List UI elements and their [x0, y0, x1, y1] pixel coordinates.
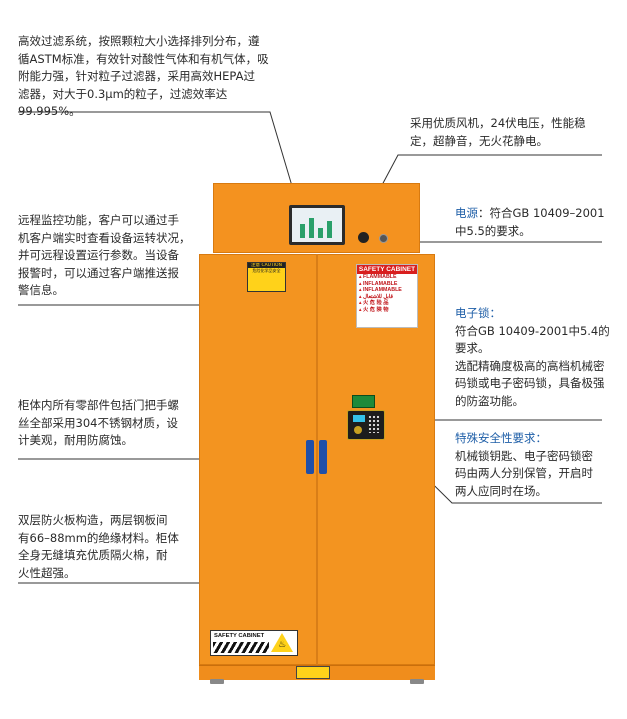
note-power-heading: 电源 — [455, 206, 478, 220]
electronic-lock — [347, 410, 385, 440]
lock-display — [353, 415, 365, 422]
caution-label-body: 危险化学品安全 — [252, 268, 281, 273]
note-power-body: ：符合GB 10409–2001 中5.5的要求。 — [455, 206, 605, 238]
note-special-heading: 特殊安全性要求： — [455, 431, 547, 445]
door-split — [316, 254, 318, 665]
base-warning-tag — [296, 666, 330, 679]
control-screen — [289, 205, 345, 245]
note-fireproof: 双层防火板构造，两层钢板间 有66–88mm的绝缘材料。柜体 全身无缝填充优质隔… — [18, 513, 179, 580]
note-special: 特殊安全性要求： 机械锁钥匙、电子密码锁密 码由两人分别保管，开启时 两人应同时在… — [455, 430, 615, 500]
note-fan: 采用优质风机，24伏电压，性能稳 定，超静音，无火花静电。 — [410, 116, 586, 148]
key-icon — [354, 426, 362, 434]
note-parts: 柜体内所有零部件包括门把手螺 丝全部采用304不锈钢材质，设 计美观，耐用防腐蚀… — [18, 398, 179, 447]
safety-label-row: 火 危 険 物 — [357, 307, 417, 314]
power-indicator-icon — [379, 234, 388, 243]
bottom-label-text: SAFETY CABINET — [214, 633, 265, 639]
caution-label-top: 注意 CAUTION — [248, 263, 285, 268]
safety-label-row: قابل للاشتعال — [357, 294, 417, 301]
safety-label-row: INFLAMMABLE — [357, 287, 417, 294]
cabinet-foot-right — [410, 679, 424, 684]
caution-label: 注意 CAUTION 危险化学品安全 — [247, 262, 286, 292]
flame-icon: ♨ — [277, 640, 287, 650]
safety-label-title: SAFETY CABINET — [357, 265, 417, 274]
note-power: 电源：符合GB 10409–2001 中5.5的要求。 — [455, 205, 615, 240]
fire-warning-icon — [271, 633, 293, 652]
note-lock: 电子锁： 符合GB 10409-2001中5.4的 要求。 选配精确度极高的高档机… — [455, 305, 615, 410]
keypad-icon — [368, 415, 380, 433]
power-knob — [358, 232, 369, 243]
green-status-tag — [352, 395, 375, 408]
note-lock-heading: 电子锁： — [455, 306, 501, 320]
note-lock-body: 符合GB 10409-2001中5.4的 要求。 选配精确度极高的高档机械密 码… — [455, 323, 610, 408]
safety-label-row: INFLAMABLE — [357, 281, 417, 288]
safety-label-row: 火 危 险 品 — [357, 300, 417, 307]
door-handle-left — [306, 440, 314, 474]
safety-label-row: FLAMMABLE — [357, 274, 417, 281]
note-filter: 高效过滤系统，按照颗粒大小选择排列分布，遵 循ASTM标准，有效针对酸性气体和有… — [18, 34, 269, 118]
safety-cabinet-label: SAFETY CABINET FLAMMABLE INFLAMABLE INFL… — [356, 264, 418, 328]
note-special-body: 机械锁钥匙、电子密码锁密 码由两人分别保管，开启时 两人应同时在场。 — [455, 448, 593, 498]
cabinet-foot-left — [210, 679, 224, 684]
hazard-stripes — [213, 642, 269, 653]
note-remote: 远程监控功能，客户可以通过手 机客户端实时查看设备运转状况， 并可远程设置运行参… — [18, 213, 191, 297]
connector-fan — [380, 154, 602, 188]
door-handle-right — [319, 440, 327, 474]
bottom-safety-label: SAFETY CABINET ♨ — [210, 630, 298, 656]
connector-filter — [18, 111, 293, 187]
